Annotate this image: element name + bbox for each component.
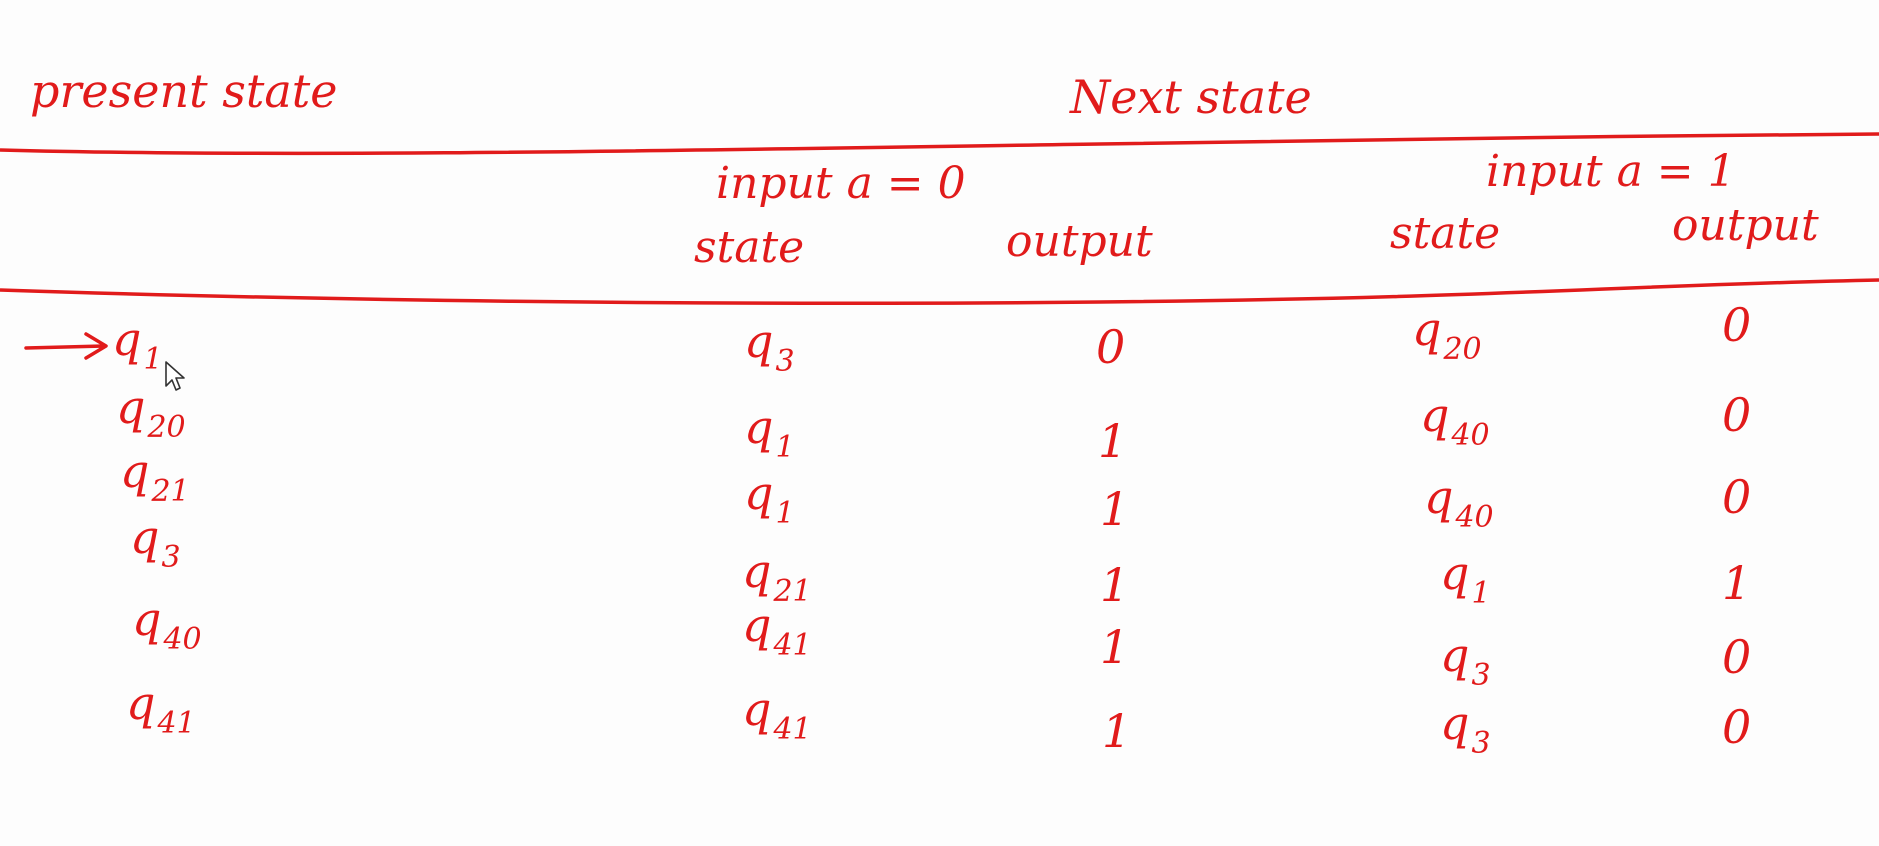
a1-output-cell: 0 xyxy=(1722,700,1752,754)
a1-next-state-cell: q1 xyxy=(1440,546,1491,611)
a1-next-state-cell: q3 xyxy=(1440,628,1491,693)
a0-state-column-header: state xyxy=(694,222,805,273)
present-state-cell: q1 xyxy=(112,312,163,377)
a1-output-column-header: output xyxy=(1672,200,1819,251)
a1-output-cell: 1 xyxy=(1722,556,1752,610)
a0-output-cell: 1 xyxy=(1100,558,1130,612)
a0-next-state-cell: q1 xyxy=(744,466,795,531)
a0-output-cell: 1 xyxy=(1098,414,1128,468)
a1-output-cell: 0 xyxy=(1722,298,1752,352)
a1-state-column-header: state xyxy=(1390,208,1501,259)
input-a1-label: input a = 1 xyxy=(1486,146,1736,197)
a0-output-column-header: output xyxy=(1006,216,1153,267)
a1-next-state-cell: q40 xyxy=(1424,470,1494,535)
input-a0-label: input a = 0 xyxy=(716,158,966,209)
a0-output-cell: 1 xyxy=(1100,482,1130,536)
a0-output-cell: 0 xyxy=(1096,320,1126,374)
a0-next-state-cell: q1 xyxy=(744,400,795,465)
a1-next-state-cell: q3 xyxy=(1440,696,1491,761)
present-state-cell: q41 xyxy=(126,676,196,741)
a1-output-cell: 0 xyxy=(1722,388,1752,442)
present-state-cell: q21 xyxy=(120,444,190,509)
header-bottom-rule xyxy=(0,278,1879,306)
present-state-cell: q40 xyxy=(132,592,202,657)
a1-next-state-cell: q40 xyxy=(1420,388,1490,453)
header-top-rule xyxy=(0,132,1879,156)
a0-output-cell: 1 xyxy=(1100,620,1130,674)
a0-output-cell: 1 xyxy=(1102,704,1132,758)
a1-output-cell: 0 xyxy=(1722,470,1752,524)
a0-next-state-cell: q21 xyxy=(742,544,812,609)
present-state-cell: q3 xyxy=(130,510,181,575)
present-state-heading: present state xyxy=(30,64,338,118)
a1-output-cell: 0 xyxy=(1722,630,1752,684)
present-state-cell: q20 xyxy=(116,380,186,445)
a0-next-state-cell: q41 xyxy=(742,682,812,747)
mouse-pointer-icon xyxy=(165,361,185,391)
next-state-heading: Next state xyxy=(1070,70,1312,124)
a0-next-state-cell: q41 xyxy=(742,598,812,663)
a0-next-state-cell: q3 xyxy=(744,314,795,379)
a1-next-state-cell: q20 xyxy=(1412,302,1482,367)
initial-state-arrow xyxy=(24,332,108,360)
